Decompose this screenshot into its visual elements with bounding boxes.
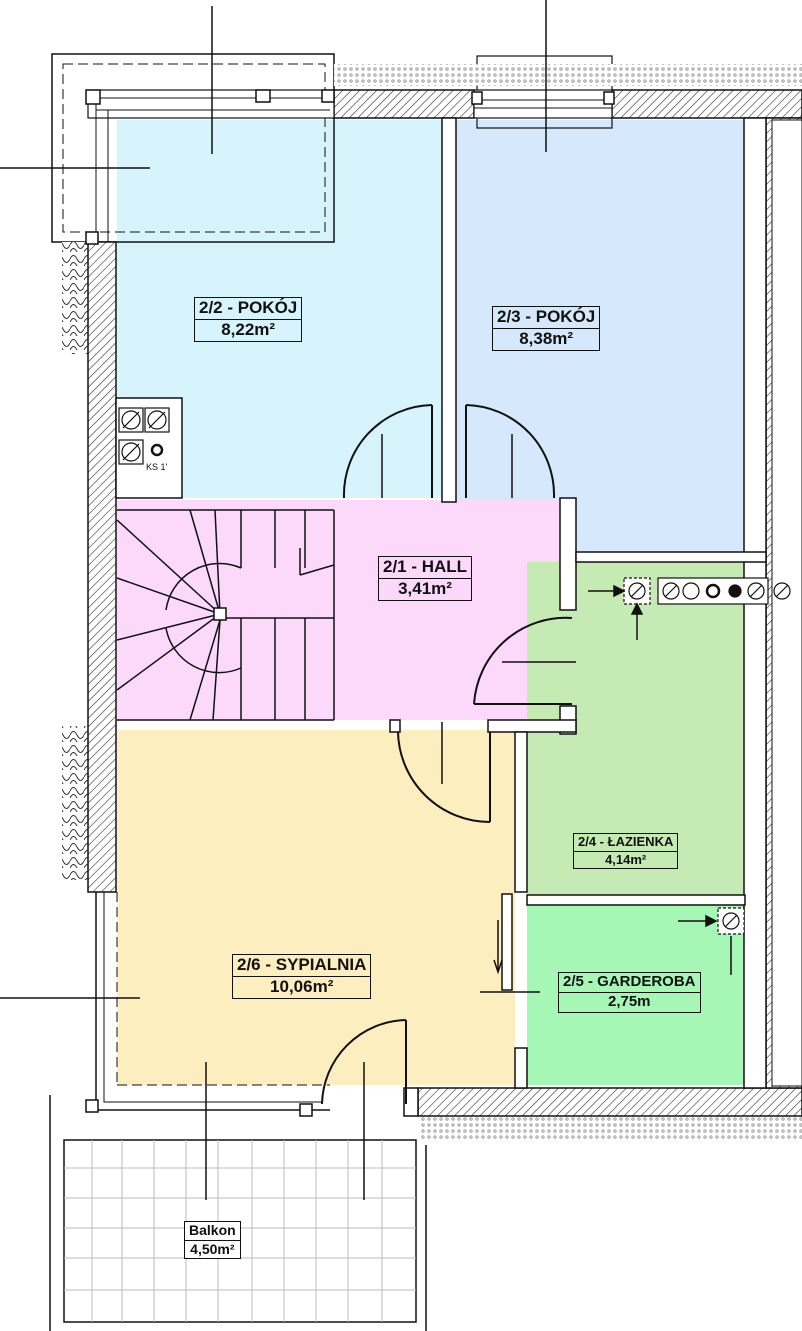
- wall-top-right: [333, 89, 475, 119]
- wall-garderoba-top: [526, 894, 746, 906]
- room-2-5-garderoba-area: [527, 905, 745, 1085]
- room-area: 10,06m²: [270, 976, 334, 996]
- wall-lazienka-top: [575, 551, 767, 563]
- label-room-2-3: 2/3 - POKÓJ 8,38m²: [492, 306, 601, 351]
- room-name: 2/1 - HALL: [379, 557, 472, 579]
- wall-hall-bottom-mid: [389, 719, 401, 733]
- ventilation-arrows-icon: [588, 584, 732, 975]
- wall-pokoj-divider: [441, 117, 457, 503]
- room-name: 2/5 - GARDEROBA: [559, 973, 700, 993]
- wall-garderoba-left-low: [514, 1047, 528, 1089]
- window-post: [255, 89, 271, 103]
- room-name: 2/3 - POKÓJ: [493, 307, 600, 329]
- window-post: [85, 1099, 99, 1113]
- wall-lazienka-left: [514, 731, 528, 893]
- wall-hall-right: [559, 497, 577, 611]
- window-post: [321, 89, 335, 103]
- label-room-2-6: 2/6 - SYPIALNIA 10,06m²: [232, 954, 372, 999]
- room-area: 4,50m²: [190, 1240, 235, 1257]
- window-post: [471, 91, 483, 105]
- room-area: 3,41m²: [398, 578, 452, 598]
- room-name: 2/4 - ŁAZIENKA: [574, 834, 678, 852]
- window-post: [299, 1103, 313, 1117]
- wall-hall-bottom-right: [487, 719, 577, 733]
- room-area: 8,38m²: [519, 328, 574, 348]
- room-2-1-hall-area: [117, 500, 575, 720]
- staircase-icon: [116, 509, 335, 721]
- neighbour-inner: [771, 119, 802, 1087]
- bay-window-inner: [62, 63, 326, 233]
- wall-bottom-right: [417, 1087, 802, 1117]
- door-arrows-icon: [480, 959, 540, 993]
- insulation-bottom: [420, 1116, 802, 1140]
- label-room-2-1: 2/1 - HALL 3,41m²: [378, 556, 473, 601]
- chimney-vents-icon: [118, 407, 170, 465]
- window-post: [85, 231, 99, 245]
- bay-window-outline: [51, 53, 335, 243]
- room-area: 8,22m²: [221, 319, 276, 339]
- room-name: 2/2 - POKÓJ: [195, 298, 302, 320]
- insulation-left-lower: [62, 726, 88, 880]
- label-room-2-5: 2/5 - GARDEROBA 2,75m: [558, 972, 701, 1013]
- room-2-6-sypialnia-area: [117, 730, 515, 1085]
- section-lines: [0, 0, 576, 1200]
- sypialnia-window-wall-inner: [103, 892, 322, 1103]
- label-room-2-2: 2/2 - POKÓJ 8,22m²: [194, 297, 303, 342]
- window-post: [603, 91, 615, 105]
- label-balkon: Balkon 4,50m²: [184, 1221, 241, 1260]
- window-frame-2-3: [473, 89, 613, 119]
- insulation-left-upper: [62, 242, 88, 354]
- room-area: 4,14m²: [605, 851, 647, 867]
- room-area: 2,75m: [607, 992, 651, 1010]
- doors-icon: [321, 404, 573, 1105]
- room-name: Balkon: [185, 1222, 240, 1241]
- chimney-label: KS 1': [146, 462, 168, 472]
- room-name: 2/6 - SYPIALNIA: [233, 955, 371, 977]
- wall-left: [87, 241, 117, 893]
- label-room-2-4: 2/4 - ŁAZIENKA 4,14m²: [573, 833, 679, 870]
- wall-top-far: [611, 89, 802, 119]
- bathroom-vents-icon: [623, 577, 791, 935]
- insulation-top: [334, 64, 802, 86]
- window-post: [85, 89, 101, 105]
- window-frame-2-2: [87, 89, 335, 119]
- pillar-bottom: [403, 1087, 419, 1117]
